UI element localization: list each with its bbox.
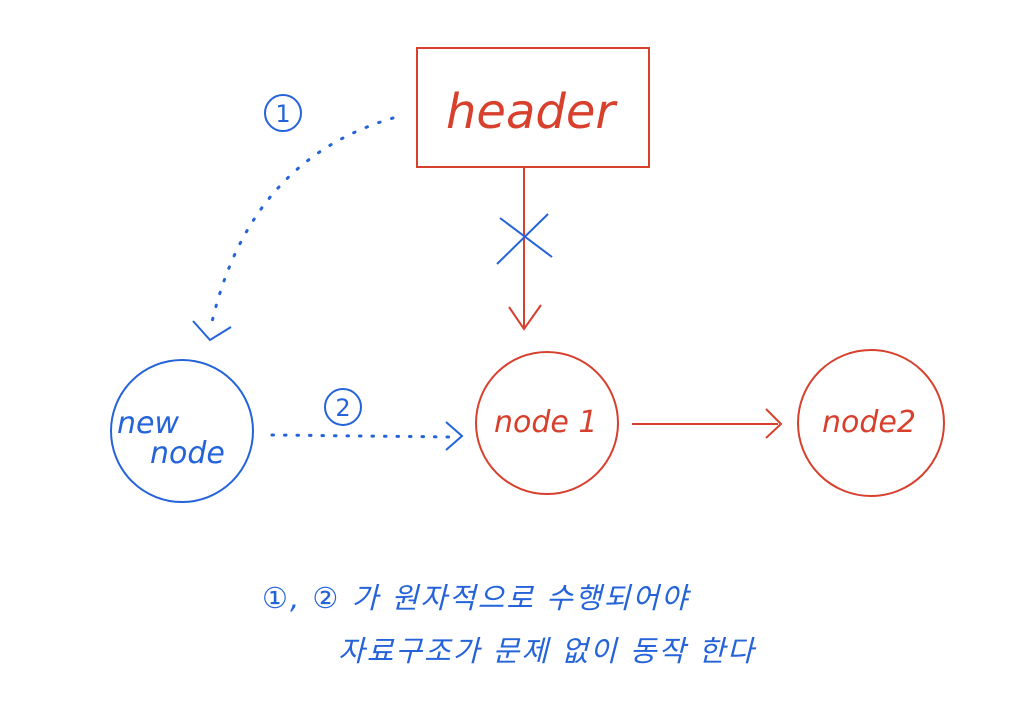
step2-dotted-arrow [270, 421, 464, 451]
cross-mark-icon [496, 213, 553, 265]
new-node-label-line1: new [117, 406, 179, 441]
caption-line-1: ①, ② 가 원자적으로 수행되어야 [262, 581, 690, 615]
step1-number: 1 [275, 100, 290, 128]
new-node-label-line2: node [150, 436, 225, 471]
header-to-node1-arrow [508, 168, 542, 331]
step1-label: 1 [264, 94, 302, 132]
step2-label: 2 [324, 388, 362, 426]
header-box: header [416, 47, 650, 168]
node1: node 1 [475, 351, 619, 495]
new-node: new node [110, 359, 254, 503]
step2-number: 2 [335, 394, 350, 422]
node1-label: node 1 [494, 405, 598, 440]
caption-line-2: 자료구조가 문제 없이 동작 한다 [338, 634, 756, 668]
node2-label: node2 [822, 405, 916, 440]
node2: node2 [797, 349, 945, 497]
node1-to-node2-arrow [632, 408, 783, 439]
step1-dotted-arrow [192, 116, 395, 342]
header-label: header [446, 84, 618, 140]
